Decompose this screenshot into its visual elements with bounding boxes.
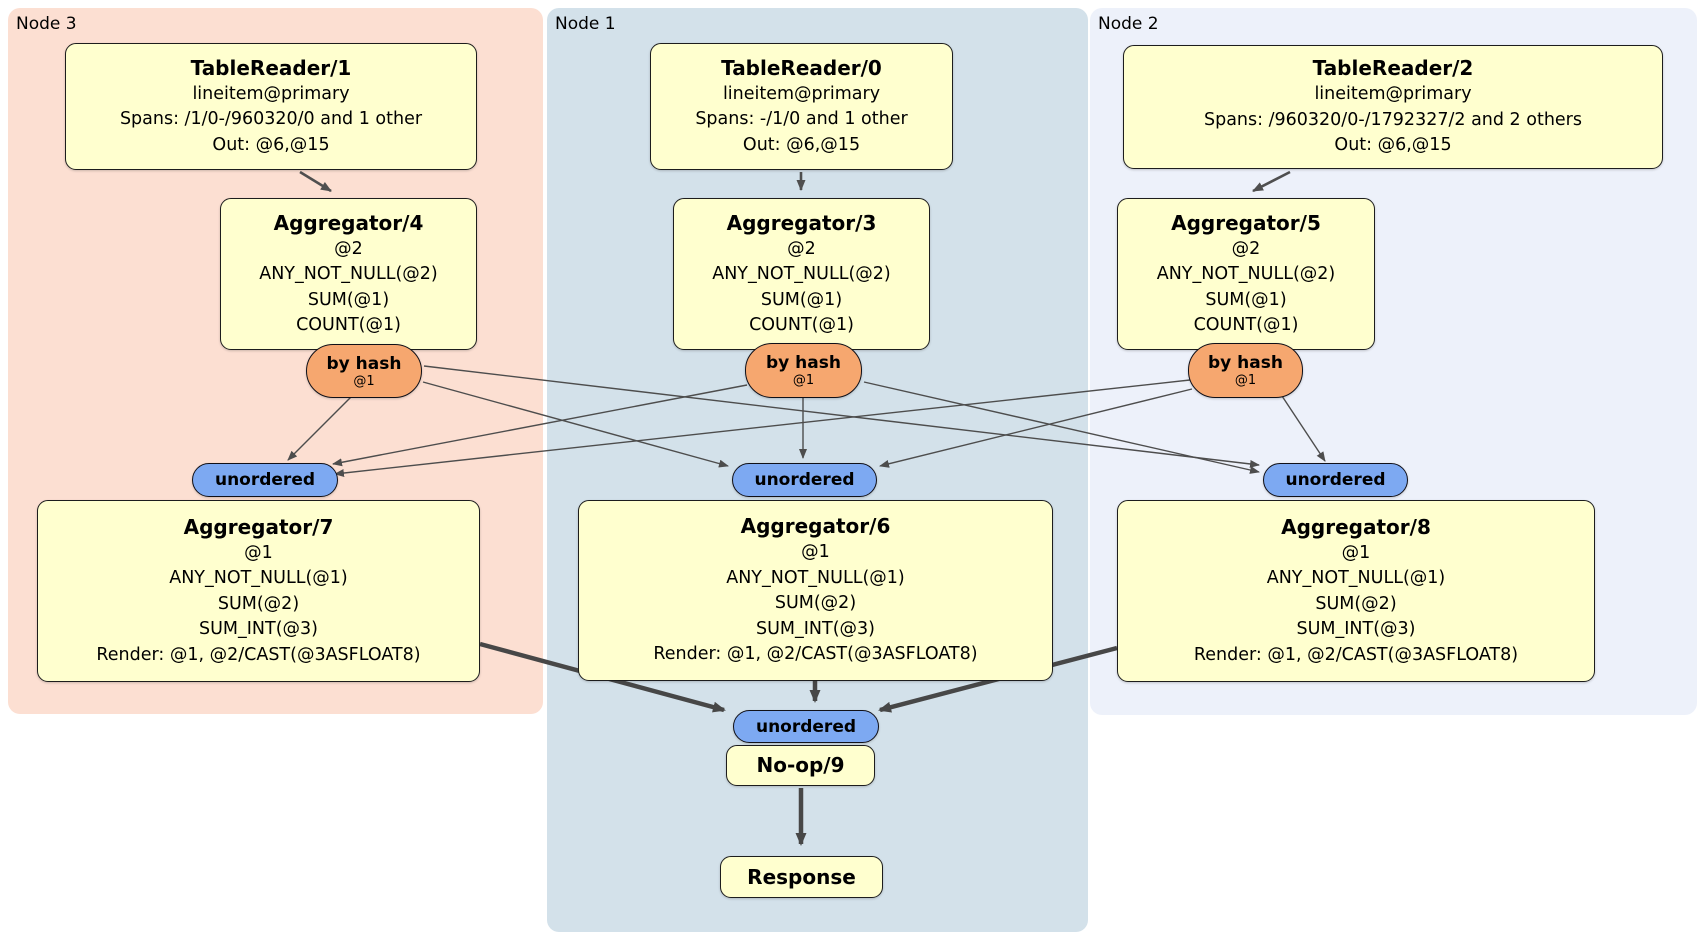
edge-byhash1-un3 (332, 384, 748, 467)
node-line: Render: @1, @2/CAST(@3ASFLOAT8) (1193, 644, 1519, 665)
router-label: unordered (754, 470, 855, 490)
edge-byhash3-un3 (287, 395, 353, 461)
node-line: SUM_INT(@3) (199, 619, 318, 640)
node-line: @2 (787, 238, 816, 259)
node-line: SUM(@2) (217, 593, 300, 614)
node-tablereader-2: TableReader/2 lineitem@primary Spans: /9… (1123, 45, 1663, 169)
router-label: by hash (1208, 353, 1283, 373)
node-title: Aggregator/6 (740, 514, 891, 539)
router-label: unordered (755, 716, 857, 737)
node-line: Spans: /1/0-/960320/0 and 1 other (119, 109, 423, 130)
node-line: ANY_NOT_NULL(@2) (259, 264, 438, 284)
node-line: SUM(@2) (1315, 593, 1397, 614)
node-line: lineitem@primary (1314, 84, 1472, 105)
node-line: SUM_INT(@3) (1296, 619, 1416, 640)
node-aggregator-6: Aggregator/6 @1 ANY_NOT_NULL(@1) SUM(@2)… (578, 500, 1053, 681)
node-line: ANY_NOT_NULL(@1) (1266, 568, 1446, 589)
node-tablereader-0: TableReader/0 lineitem@primary Spans: -/… (650, 43, 953, 170)
node-title: TableReader/1 (190, 55, 352, 80)
node-line: Render: @1, @2/CAST(@3ASFLOAT8) (96, 644, 421, 665)
node-tablereader-1: TableReader/1 lineitem@primary Spans: /1… (65, 43, 477, 170)
router-label: unordered (1285, 470, 1386, 490)
router-unordered-node3: unordered (192, 463, 338, 497)
edge-tr2-agg5 (1252, 170, 1291, 193)
panel-label-node-1: Node 1 (555, 14, 616, 34)
node-aggregator-8: Aggregator/8 @1 ANY_NOT_NULL(@1) SUM(@2)… (1117, 500, 1595, 682)
node-line: SUM(@1) (760, 289, 843, 310)
router-label: by hash (326, 353, 402, 374)
node-line: Render: @1, @2/CAST(@3ASFLOAT8) (653, 644, 978, 665)
node-line: Out: @6,@15 (742, 134, 861, 155)
node-aggregator-7: Aggregator/7 @1 ANY_NOT_NULL(@1) SUM(@2)… (37, 500, 480, 682)
node-line: @1 (1341, 542, 1371, 563)
node-line: ANY_NOT_NULL(@1) (169, 568, 348, 589)
edge-byhash3-un2 (423, 365, 1260, 468)
panel-label-node-3: Node 3 (16, 14, 77, 34)
node-response: Response (720, 856, 883, 898)
node-title: TableReader/0 (721, 55, 882, 80)
node-line: @1 (801, 542, 830, 563)
node-line: SUM_INT(@3) (756, 618, 875, 639)
router-by-hash-node2: by hash @1 (1188, 343, 1303, 398)
node-line: Spans: -/1/0 and 1 other (695, 109, 908, 130)
edge-byhash2-un2 (1281, 395, 1326, 462)
node-line: lineitem@primary (192, 83, 350, 104)
router-unordered-final: unordered (733, 710, 879, 743)
node-line: ANY_NOT_NULL(@2) (1156, 264, 1336, 284)
node-noop-9: No-op/9 (726, 745, 875, 786)
node-line: COUNT(@1) (1193, 315, 1299, 335)
node-line: @1 (244, 542, 273, 563)
node-title: Response (747, 864, 856, 889)
panel-label-node-2: Node 2 (1098, 14, 1159, 34)
node-line: lineitem@primary (722, 83, 881, 104)
router-by-hash-node3: by hash @1 (306, 344, 422, 398)
node-aggregator-3: Aggregator/3 @2 ANY_NOT_NULL(@2) SUM(@1)… (673, 198, 930, 350)
node-line: @2 (1231, 238, 1261, 259)
edge-tr1-agg4 (299, 170, 332, 193)
node-title: Aggregator/4 (273, 210, 424, 235)
node-aggregator-4: Aggregator/4 @2 ANY_NOT_NULL(@2) SUM(@1)… (220, 198, 477, 350)
router-label: unordered (214, 470, 316, 490)
node-line: Spans: /960320/0-/1792327/2 and 2 others (1203, 109, 1582, 130)
node-line: COUNT(@1) (296, 315, 401, 335)
node-line: SUM(@1) (307, 289, 390, 310)
node-line: SUM(@1) (1205, 289, 1287, 310)
node-title: Aggregator/8 (1281, 514, 1431, 539)
router-sublabel: @1 (792, 373, 815, 388)
node-title: TableReader/2 (1312, 56, 1474, 81)
edge-byhash1-un2 (863, 381, 1260, 474)
node-line: ANY_NOT_NULL(@2) (712, 264, 891, 284)
node-title: Aggregator/7 (183, 514, 334, 539)
router-sublabel: @1 (353, 373, 375, 389)
router-sublabel: @1 (1234, 373, 1257, 388)
node-line: SUM(@2) (774, 593, 857, 614)
node-title: Aggregator/5 (1171, 210, 1321, 235)
router-label: by hash (766, 353, 841, 373)
node-line: Out: @6,@15 (1334, 135, 1452, 156)
node-title: No-op/9 (756, 753, 845, 777)
node-line: Out: @6,@15 (212, 134, 330, 155)
router-unordered-node1: unordered (732, 463, 877, 497)
node-aggregator-5: Aggregator/5 @2 ANY_NOT_NULL(@2) SUM(@1)… (1117, 198, 1375, 350)
node-line: @2 (334, 238, 363, 259)
edge-byhash2-un1 (879, 388, 1193, 468)
router-by-hash-node1: by hash @1 (745, 343, 862, 398)
edge-byhash3-un1 (422, 381, 729, 468)
router-unordered-node2: unordered (1263, 463, 1408, 497)
node-title: Aggregator/3 (726, 210, 877, 235)
node-line: ANY_NOT_NULL(@1) (726, 567, 905, 588)
node-line: COUNT(@1) (749, 315, 854, 335)
edge-byhash2-un3 (334, 379, 1191, 477)
